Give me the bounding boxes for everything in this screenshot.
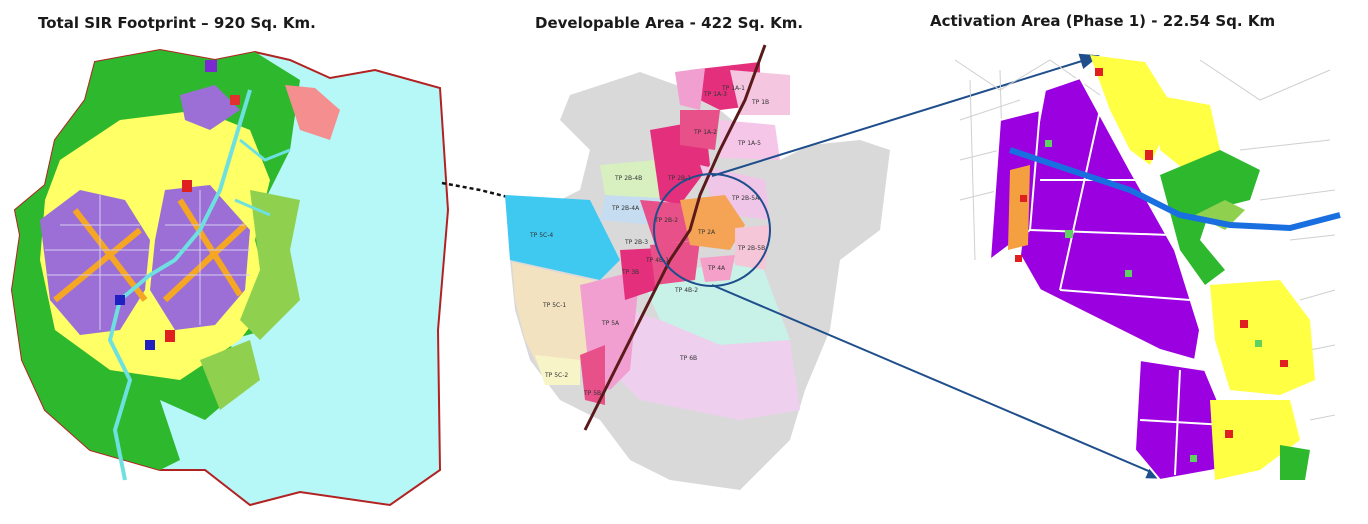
activation-yellow-north [1090,55,1175,165]
zone-tp-5c-1 [512,262,600,380]
tp-label: TP 2B-4B [614,175,642,182]
activation-river [1009,147,1341,232]
footprint-pink-zone [285,85,340,140]
developable-area-map: TP 1A-3 TP 1A-1 TP 1A-2 TP 1B TP 1A-5 TP… [505,44,890,490]
total-footprint-map [10,48,450,507]
tp-label: TP 4A [707,265,726,272]
tp-label: TP 1B [751,99,769,106]
zoom-arrow-top [711,53,1100,177]
zone-tp-1a-3 [675,68,705,110]
activation-commercial-strip [1008,165,1030,250]
tp-label: TP 4B-2 [674,287,698,294]
title-total-footprint: Total SIR Footprint – 920 Sq. Km. [38,14,316,32]
zone-tp-4a [700,255,735,282]
footprint-residential-north [180,85,240,130]
tp-label: TP 2B-3 [624,239,648,246]
activation-green-park [1160,150,1260,285]
tp-label: TP 2B-2 [654,217,678,224]
tp-label: TP 2B-5A [731,195,760,202]
footprint-river [107,89,252,481]
tp-label: TP 1A-3 [703,91,727,98]
activation-small-plots [1015,68,1288,462]
activation-green-southeast [1280,445,1310,480]
activation-yellow-south [1210,400,1300,480]
zone-tp-5c-4 [505,195,620,280]
zone-tp-6b [600,300,800,420]
zone-tp-1a-5 [720,120,780,160]
zone-tp-1a-2 [680,110,720,150]
tp-labels: TP 1A-3 TP 1A-1 TP 1A-2 TP 1B TP 1A-5 TP… [529,85,769,397]
footprint-light-green-patch [200,340,260,410]
footprint-light-green-belt [240,190,300,340]
tp-label: TP 5C-2 [544,372,568,379]
tp-label: TP 2A [697,229,716,236]
tp-label: TP 2B-1 [667,175,691,182]
tp-label: TP 5A [601,320,620,327]
rail-line [583,44,767,431]
activation-yellow-northeast [1155,95,1220,170]
tp-label: TP 1A-1 [721,85,745,92]
zone-tp-2b-5a [700,165,770,220]
zone-tp-1b [730,70,790,115]
zone-tp-5b [580,345,605,405]
zone-tp-5c-2 [535,355,580,385]
tp-label: TP 6B [679,355,697,362]
tp-label: TP 1A-5 [737,140,761,147]
connector-dashed-line [441,181,651,266]
tp-label: TP 1A-2 [693,129,717,136]
tp-label: TP 5C-4 [529,232,553,239]
tp-label: TP 2B-4A [611,205,640,212]
footprint-tributary [234,138,291,217]
activation-yellow-east [1210,280,1315,395]
footprint-grid [45,190,250,330]
zone-tp-2b-4b [600,160,660,200]
zone-tp-3b [620,248,660,300]
activation-block-lines [1029,109,1226,476]
footprint-blocks [115,60,240,350]
tp-label: TP 2B-5B [737,245,765,252]
tp-label: TP 4B-1 [645,257,669,264]
activation-area-map [954,55,1341,482]
title-activation-area: Activation Area (Phase 1) - 22.54 Sq. Km [930,12,1276,30]
tp-label: TP 5B [583,390,601,397]
tp-label: TP 3B [621,269,639,276]
tp-label: TP 5C-1 [542,302,566,309]
zoom-arrow-bottom [711,284,1167,479]
title-developable-area: Developable Area - 422 Sq. Km. [535,14,804,32]
